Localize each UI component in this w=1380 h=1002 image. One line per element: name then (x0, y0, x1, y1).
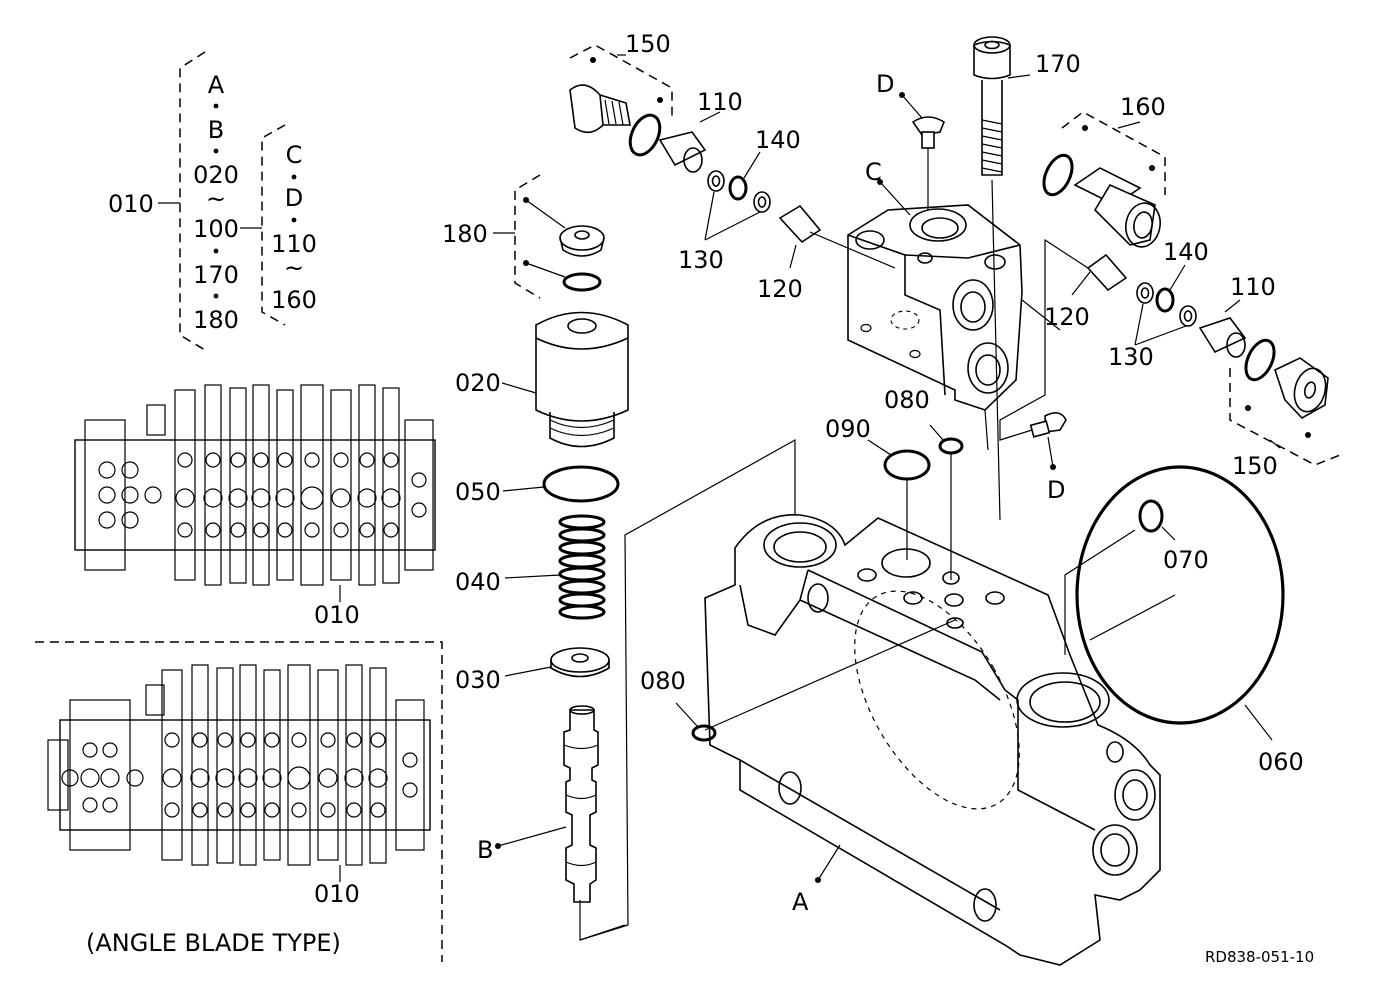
plug (559, 225, 605, 257)
part-120-top-poppet: 120 (757, 204, 822, 303)
cover-block-C: C (847, 158, 1023, 451)
part-080-top-o-ring: 080 (884, 386, 964, 455)
part-110-right-plug: 110 (1198, 273, 1276, 358)
part-030-washer: 030 (455, 647, 610, 694)
label-010-valve2: 010 (314, 880, 360, 908)
label-120-top: 120 (757, 275, 803, 303)
label-130-right: 130 (1108, 343, 1154, 371)
label-010: 010 (108, 190, 154, 218)
label-150-bottom: 150 (1232, 452, 1278, 480)
label-050: 050 (455, 478, 501, 506)
ref-D-top: D (876, 70, 894, 98)
label-090: 090 (825, 415, 871, 443)
label-120-right: 120 (1044, 303, 1090, 331)
angle-blade-caption: (ANGLE BLADE TYPE) (86, 929, 341, 957)
part-020-relief-valve: 020 (455, 311, 629, 448)
part-050-o-ring: 050 (455, 465, 620, 506)
bracket-right-item: D (285, 184, 303, 212)
label-060: 060 (1258, 748, 1304, 776)
bracket-right-item: C (286, 141, 303, 169)
label-010-valve1: 010 (314, 601, 360, 629)
label-110-right: 110 (1230, 273, 1276, 301)
part-150-top-group: 150 (569, 30, 673, 157)
ref-C: C (865, 158, 882, 186)
label-020: 020 (455, 369, 501, 397)
part-010-bracket: 010 A B 020 ~ 100 170 180 C D 110 ~ 160 (108, 51, 317, 351)
bracket-right-item: 160 (271, 286, 317, 314)
bracket-right-item: ~ (284, 254, 304, 282)
drawing-number: RD838-051-10 (1205, 948, 1314, 966)
label-160: 160 (1120, 93, 1166, 121)
o-ring (562, 272, 602, 292)
control-valve-assembly-standard (74, 384, 436, 602)
screw-D-top: D (876, 70, 945, 149)
part-170-socket-bolt: 170 (973, 36, 1081, 521)
label-140-top: 140 (755, 126, 801, 154)
part-060-o-ring: 060 (1075, 465, 1304, 776)
bracket-right-list: C D 110 ~ 160 (271, 141, 317, 314)
part-080-left-o-ring: 080 (640, 667, 717, 742)
label-070: 070 (1163, 546, 1209, 574)
screw-D-bottom: D (1029, 412, 1067, 504)
label-080-left: 080 (640, 667, 686, 695)
ref-B: B (477, 836, 493, 864)
part-070-o-ring: 070 (1138, 499, 1209, 574)
part-160-check-valve: 160 (1042, 93, 1166, 248)
label-080-top: 080 (884, 386, 930, 414)
part-130-right-washers: 130 (1108, 282, 1197, 371)
label-040: 040 (455, 568, 501, 596)
label-150-top: 150 (625, 30, 671, 58)
label-030: 030 (455, 666, 501, 694)
part-090-o-ring: 090 (825, 415, 931, 481)
part-110-top-plug: 110 (658, 88, 743, 173)
bracket-left-list: A B 020 ~ 100 170 180 (193, 71, 239, 334)
part-140-right-o-ring: 140 (1155, 238, 1209, 313)
label-130-top: 130 (678, 246, 724, 274)
valve-body-A: A (704, 514, 1161, 966)
angle-blade-type-box: 010 (ANGLE BLADE TYPE) (35, 641, 443, 962)
bracket-left-item: 180 (193, 306, 239, 334)
part-120-right-poppet: 120 (1044, 253, 1128, 331)
bracket-left-item: 020 (193, 161, 239, 189)
label-170: 170 (1035, 50, 1081, 78)
label-140-right: 140 (1163, 238, 1209, 266)
ref-D-bottom: D (1047, 476, 1065, 504)
spool-B: B (477, 705, 599, 903)
bracket-left-item: A (208, 71, 225, 99)
part-130-top-washers: 130 (678, 170, 771, 274)
label-180: 180 (442, 220, 488, 248)
assembly-guide-lines (579, 148, 1176, 941)
bracket-left-item: 170 (193, 261, 239, 289)
label-110-top: 110 (697, 88, 743, 116)
bracket-left-item: B (208, 116, 224, 144)
ref-A: A (792, 888, 809, 916)
part-140-top-o-ring: 140 (728, 126, 801, 201)
bracket-left-item: ~ (206, 185, 226, 213)
bracket-right-item: 110 (271, 230, 317, 258)
part-180-group: 180 (442, 174, 605, 299)
control-valve-assembly-angle-blade (47, 664, 431, 882)
bracket-left-item: 100 (193, 215, 239, 243)
part-150-right-plug: 150 (1229, 338, 1341, 480)
part-040-spring: 040 (455, 514, 606, 620)
